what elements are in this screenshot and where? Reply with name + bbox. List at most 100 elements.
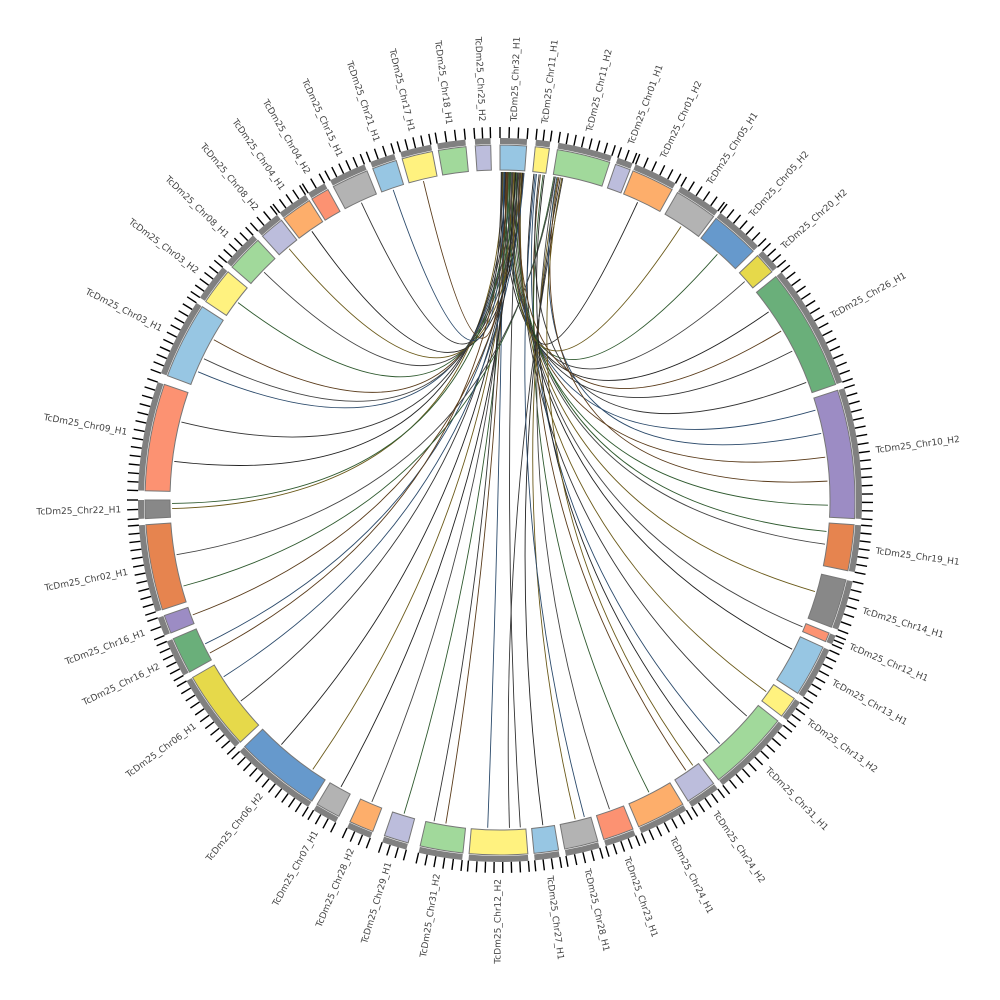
tick-mark <box>717 201 726 212</box>
ideogram-block <box>531 824 560 854</box>
segment-label: TcDm25_Chr13_H2 <box>804 717 879 775</box>
tick-mark <box>153 361 165 367</box>
chromosome-segment <box>776 636 840 704</box>
ideogram-block <box>144 499 171 520</box>
segment-label: TcDm25_Chr26_H1 <box>828 271 908 321</box>
tick-mark <box>596 140 601 152</box>
ideogram-block <box>261 219 298 256</box>
tick-mark <box>719 203 728 214</box>
chromosome-segment <box>365 143 405 193</box>
segment-label: TcDm25_Chr11_H1 <box>541 39 561 125</box>
segment-label: TcDm25_Chr07_H1 <box>271 829 321 909</box>
tick-mark <box>748 762 757 772</box>
ideogram-block <box>283 199 324 239</box>
ideogram-block <box>372 159 405 193</box>
tick-band <box>826 633 836 645</box>
tick-mark <box>517 127 520 139</box>
segment-label: TcDm25_Chr31_H2 <box>419 873 443 959</box>
tick-mark <box>159 346 171 352</box>
tick-mark <box>771 737 782 747</box>
tick-mark <box>415 852 420 864</box>
tick-mark <box>850 408 862 413</box>
tick-mark <box>848 400 860 405</box>
tick-mark <box>573 134 577 146</box>
tick-mark <box>659 165 666 176</box>
tick-mark <box>153 634 165 641</box>
link-ribbon <box>517 172 803 628</box>
ideogram-block <box>191 664 260 743</box>
chromosome-segment <box>761 683 810 728</box>
tick-mark <box>239 232 249 241</box>
tick-band <box>798 647 830 698</box>
tick-mark <box>776 259 787 268</box>
ideogram-block <box>243 728 326 802</box>
tick-band <box>138 524 162 612</box>
tick-mark <box>345 160 352 171</box>
link-ribbon <box>530 173 721 744</box>
tick-mark <box>582 852 587 864</box>
tick-mark <box>314 814 322 825</box>
tick-mark <box>267 783 276 793</box>
link-ribbon <box>172 172 504 510</box>
ideogram-block <box>311 188 341 221</box>
segment-label: TcDm25_Chr06_H2 <box>204 792 266 865</box>
link-ribbon <box>360 172 502 345</box>
tick-mark <box>249 222 259 232</box>
tick-band <box>226 235 258 267</box>
tick-mark <box>349 831 356 842</box>
tick-mark <box>710 793 719 804</box>
tick-mark <box>223 248 233 258</box>
chromosome-segment <box>396 133 438 184</box>
ideogram-block <box>738 254 773 289</box>
tick-mark <box>208 265 219 274</box>
link-ribbon <box>172 172 512 504</box>
chromosome-segment <box>531 824 563 872</box>
tick-mark <box>605 845 610 857</box>
ideogram-block <box>761 683 796 717</box>
segment-label: TcDm25_Chr01_H1 <box>627 63 666 147</box>
segment-label: TcDm25_Chr03_H2 <box>126 217 200 277</box>
tick-mark <box>861 524 873 527</box>
link-ribbon <box>532 174 687 771</box>
tick-mark <box>135 420 147 424</box>
tick-mark <box>144 386 156 391</box>
segment-label: TcDm25_Chr16_H1 <box>63 629 147 668</box>
chromosome-segment <box>674 762 726 817</box>
tick-mark <box>255 773 264 783</box>
tick-band <box>535 139 551 148</box>
tick-mark <box>822 330 833 337</box>
tick-mark <box>852 580 864 585</box>
segments-layer <box>127 127 873 873</box>
tick-mark <box>800 292 811 300</box>
chromosome-segment <box>813 384 873 521</box>
segment-label: TcDm25_Chr31_H1 <box>762 765 829 833</box>
tick-mark <box>185 694 196 702</box>
tick-mark <box>128 463 140 466</box>
ideogram-block <box>231 239 276 285</box>
tick-band <box>199 267 228 301</box>
tick-mark <box>128 532 140 535</box>
tick-mark <box>131 556 143 560</box>
tick-mark <box>627 838 633 850</box>
tick-mark <box>717 788 726 799</box>
ideogram-block <box>332 170 378 210</box>
chromosome-segment <box>218 226 276 285</box>
chromosome-segment <box>307 782 351 833</box>
tick-mark <box>634 153 641 165</box>
link-ribbon <box>546 177 694 766</box>
segment-label: TcDm25_Chr20_H2 <box>779 188 850 253</box>
tick-mark <box>178 310 189 317</box>
tick-mark <box>442 857 446 869</box>
tick-band <box>615 157 633 169</box>
tick-band <box>468 854 529 863</box>
chromosome-segment <box>532 128 553 174</box>
tick-mark <box>330 822 337 833</box>
tick-mark <box>858 548 870 551</box>
tick-mark <box>861 476 873 479</box>
tick-mark <box>166 331 178 338</box>
link-ribbon <box>536 176 610 810</box>
tick-mark <box>766 744 776 753</box>
chromosome-segment <box>150 296 224 386</box>
tick-mark <box>365 837 371 849</box>
